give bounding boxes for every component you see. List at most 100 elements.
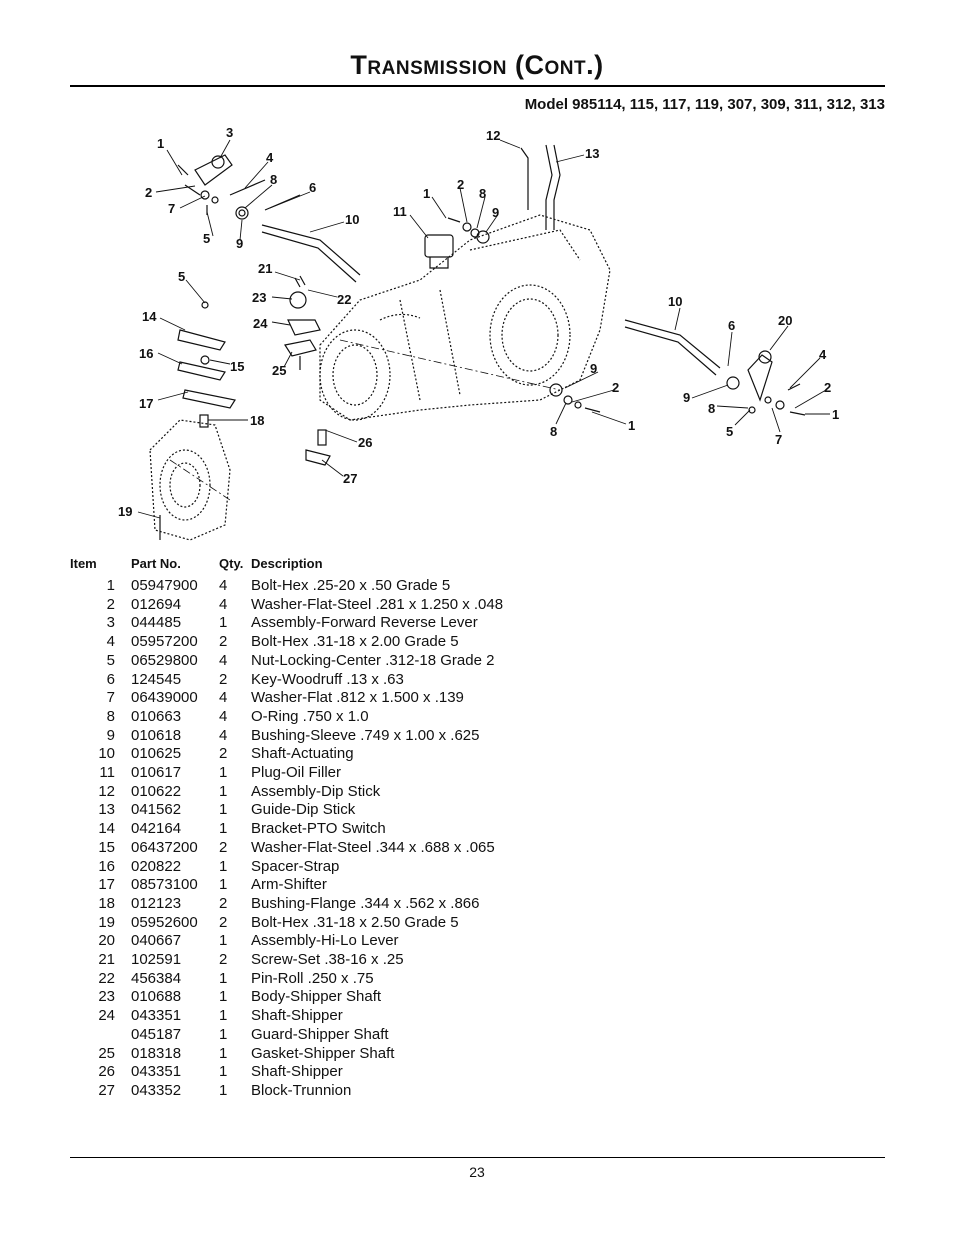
callout-label: 9 xyxy=(492,205,499,220)
cell-qty: 1 xyxy=(219,614,228,632)
cell-part-no: 010618 xyxy=(131,726,182,744)
cell-part-no: 043351 xyxy=(131,1007,182,1025)
callout-label: 24 xyxy=(253,316,268,331)
cell-part-no: 043351 xyxy=(131,1063,182,1081)
cell-description: Bolt-Hex .31-18 x 2.50 Grade 5 xyxy=(251,913,459,931)
cell-qty: 4 xyxy=(219,689,228,707)
cell-description: Body-Shipper Shaft xyxy=(251,988,382,1006)
header-part-no: Part No. xyxy=(131,556,181,571)
callout-label: 21 xyxy=(258,261,272,276)
cell-description: Washer-Flat-Steel .281 x 1.250 x .048 xyxy=(251,595,504,613)
header-rule xyxy=(70,85,885,87)
cell-qty: 1 xyxy=(219,1044,228,1062)
callout-label: 9 xyxy=(236,236,243,251)
cell-item: 24 xyxy=(98,1007,115,1025)
cell-qty: 4 xyxy=(219,707,228,725)
header-item: Item xyxy=(70,556,97,571)
header-qty: Qty. xyxy=(219,556,244,571)
cell-part-no: 102591 xyxy=(131,951,182,969)
cell-description: Gasket-Shipper Shaft xyxy=(251,1044,395,1062)
cell-qty: 1 xyxy=(219,820,228,838)
callout-label: 25 xyxy=(272,363,286,378)
cell-description: Bushing-Flange .344 x .562 x .866 xyxy=(251,894,480,912)
cell-description: Washer-Flat-Steel .344 x .688 x .065 xyxy=(251,838,495,856)
callout-label: 8 xyxy=(479,186,486,201)
cell-item: 18 xyxy=(98,894,115,912)
callout-label: 15 xyxy=(230,359,244,374)
page-title: Transmission (Cont.) xyxy=(350,50,604,80)
cell-part-no: 456384 xyxy=(131,969,182,987)
cell-qty: 2 xyxy=(219,894,228,912)
cell-item: 3 xyxy=(106,614,115,632)
cell-qty: 1 xyxy=(219,1025,228,1043)
cell-item: 17 xyxy=(98,876,115,894)
cell-part-no: 010617 xyxy=(131,764,182,782)
cell-description: Pin-Roll .250 x .75 xyxy=(251,969,374,987)
cell-item xyxy=(70,1026,131,1045)
cell-description: Bolt-Hex .25-20 x .50 Grade 5 xyxy=(251,577,451,594)
callout-label: 8 xyxy=(550,424,557,439)
cell-qty: 4 xyxy=(219,595,228,613)
cell-description: Washer-Flat .812 x 1.500 x .139 xyxy=(251,689,464,707)
cell-item: 5 xyxy=(106,651,115,669)
cell-part-no: 018318 xyxy=(131,1044,182,1062)
cell-qty: 1 xyxy=(219,1063,228,1081)
cell-qty: 2 xyxy=(219,745,228,763)
cell-item: 25 xyxy=(98,1044,115,1062)
table-header-row: Item Part No. Qty. Description xyxy=(70,556,651,577)
callout-label: 3 xyxy=(226,125,233,140)
callout-label: 4 xyxy=(266,150,274,165)
cell-part-no: 06529800 xyxy=(131,651,198,669)
cell-part-no: 040667 xyxy=(131,932,182,950)
callout-label: 1 xyxy=(423,186,430,201)
callout-label: 2 xyxy=(457,177,464,192)
cell-item: 8 xyxy=(106,707,115,725)
cell-description: Plug-Oil Filler xyxy=(251,764,342,782)
cell-item: 14 xyxy=(98,820,115,838)
cell-part-no: 08573100 xyxy=(131,876,198,894)
callout-label: 11 xyxy=(393,204,407,219)
callout-label: 19 xyxy=(118,504,132,519)
cell-item: 21 xyxy=(98,951,115,969)
cell-description: Assembly-Forward Reverse Lever xyxy=(251,614,478,632)
cell-part-no: 010625 xyxy=(131,745,182,763)
callout-label: 17 xyxy=(139,396,153,411)
cell-description: Assembly-Hi-Lo Lever xyxy=(251,932,399,950)
cell-part-no: 041562 xyxy=(131,801,182,819)
cell-item: 1 xyxy=(106,577,115,594)
cell-part-no: 010688 xyxy=(131,988,182,1006)
cell-item: 15 xyxy=(98,838,115,856)
cell-item: 20 xyxy=(98,932,115,950)
cell-description: Nut-Locking-Center .312-18 Grade 2 xyxy=(251,651,495,669)
cell-description: Block-Trunnion xyxy=(251,1081,352,1099)
callout-label: 5 xyxy=(178,269,185,284)
table-row: 25 018318 1 Gasket-Shipper Shaft xyxy=(70,1045,651,1064)
cell-part-no: 010663 xyxy=(131,707,182,725)
page-number: 23 xyxy=(469,1164,485,1180)
cell-part-no: 045187 xyxy=(131,1025,182,1043)
cell-description: Bolt-Hex .31-18 x 2.00 Grade 5 xyxy=(251,633,459,651)
cell-item: 26 xyxy=(98,1063,115,1081)
callout-label: 18 xyxy=(250,413,264,428)
callout-label: 7 xyxy=(775,432,782,447)
transmission-exploded-diagram: 1 3 4 2 7 8 6 5 9 10 12 13 1 2 8 11 9 5 … xyxy=(118,125,839,541)
callout-label: 8 xyxy=(270,172,277,187)
callout-label: 9 xyxy=(683,390,690,405)
callout-label: 16 xyxy=(139,346,153,361)
footer-rule xyxy=(70,1157,885,1158)
